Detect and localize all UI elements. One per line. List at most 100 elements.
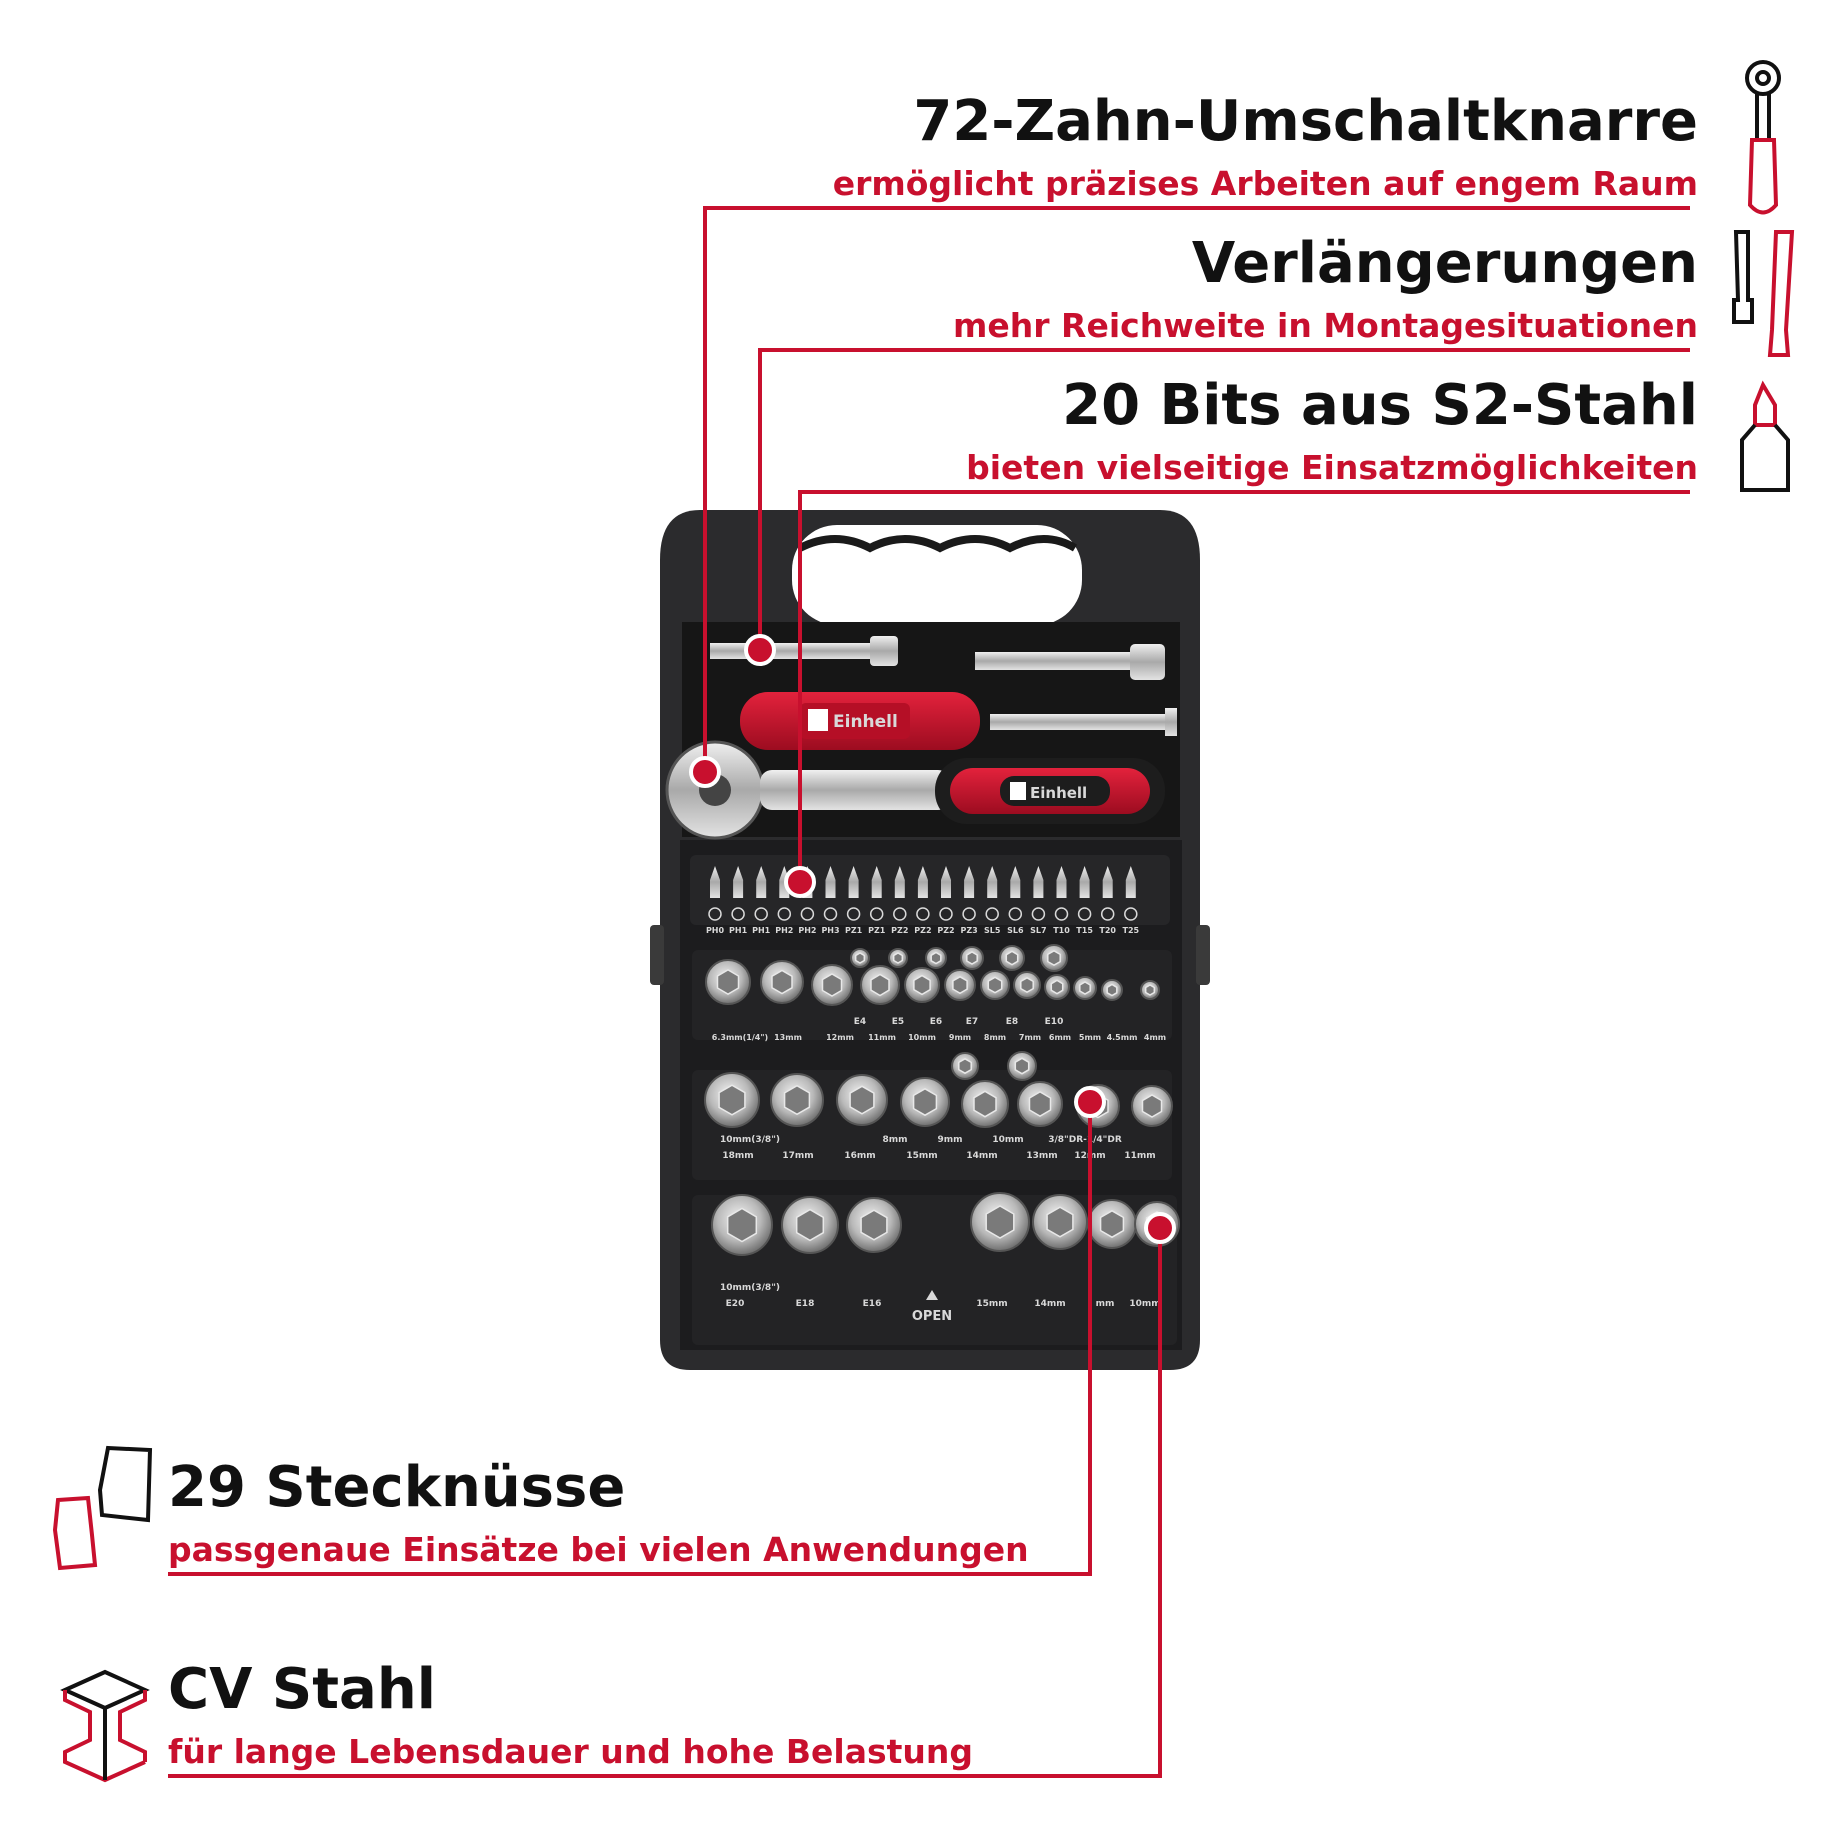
bit-type-symbol <box>731 907 745 921</box>
bit-type-symbol <box>800 907 815 921</box>
feature-steel-title: CV Stahl <box>168 1657 436 1722</box>
socket-size-label: E7 <box>966 1017 978 1027</box>
socket-hex-opening <box>1046 1206 1074 1238</box>
socket-hex-opening <box>913 974 931 996</box>
socket-hex-opening <box>718 1084 746 1116</box>
screwdriver-bit[interactable] <box>987 866 998 898</box>
bit-type-symbol <box>939 907 953 921</box>
screwdriver-bit[interactable] <box>894 866 905 898</box>
bit-size-label: PZ3 <box>960 926 977 935</box>
socket-hex-opening <box>912 1087 938 1117</box>
socket-size-label: E20 <box>726 1299 745 1309</box>
socket-size-label: 4mm <box>1144 1033 1166 1042</box>
socket-size-label: E16 <box>863 1299 882 1309</box>
socket-hex-opening <box>1144 984 1156 996</box>
socket-hex-opening <box>1028 1091 1052 1117</box>
screwdriver-bit[interactable] <box>825 866 836 898</box>
bit-type-symbol <box>893 907 907 921</box>
feature-ratchet-subtitle: ermöglicht präzises Arbeiten auf engem R… <box>832 164 1698 203</box>
bit-size-label: PZ1 <box>868 926 886 935</box>
screwdriver-bit[interactable] <box>1125 866 1136 898</box>
socket-size-label: 6.3mm(1/4") <box>712 1033 768 1042</box>
callout-dots <box>689 634 1176 1244</box>
screwdriver-brand-label: Einhell <box>833 712 898 732</box>
callout-line-extensions <box>758 348 1690 650</box>
case-latch-right[interactable] <box>1196 925 1210 985</box>
callout-line-bits <box>798 490 1690 882</box>
bit-size-label: SL7 <box>1030 926 1046 935</box>
socket-size-label: 15mm <box>906 1151 937 1161</box>
bit-type-symbol <box>823 907 838 921</box>
screwdriver-bit[interactable] <box>1056 866 1067 898</box>
socket-hex-opening <box>952 975 968 995</box>
socket-size-label: 9mm <box>949 1033 971 1042</box>
bit-size-label: SL5 <box>984 926 1001 935</box>
socket-size-label: E4 <box>854 1017 866 1027</box>
socket-size-label: 7mm <box>1019 1033 1041 1042</box>
bit-size-label: PZ2 <box>937 926 954 935</box>
socket-size-label: 4.5mm <box>1107 1033 1138 1042</box>
socket-hex-opening <box>1005 950 1019 966</box>
bit-type-symbol <box>708 907 722 921</box>
socket-hex-opening <box>985 1205 1015 1239</box>
bit-type-symbol <box>1077 907 1092 921</box>
callout-dot-ratchet <box>689 756 721 788</box>
socket-size-label: 14mm <box>966 1151 997 1161</box>
screwdriver-bit[interactable] <box>1033 866 1044 898</box>
feature-extensions-title: Verlängerungen <box>1191 231 1698 296</box>
callout-line-steel <box>168 1228 1162 1778</box>
bit-size-label: PH3 <box>821 926 839 935</box>
screwdriver-bit[interactable] <box>871 866 882 898</box>
socket-hex-opening <box>987 976 1003 994</box>
bit-icon <box>1740 380 1790 492</box>
ratchet-brand-label: Einhell <box>1030 784 1087 802</box>
socket-size-label: E5 <box>892 1017 904 1027</box>
ratchet-icon <box>1745 60 1781 215</box>
screwdriver-bit[interactable] <box>756 866 767 898</box>
socket-size-label: 3/8"DR-1/4"DR <box>1048 1135 1122 1145</box>
bit-size-label: T10 <box>1053 926 1070 935</box>
screwdriver-bit[interactable] <box>941 866 951 898</box>
bit-type-symbol <box>846 907 861 921</box>
feature-sockets-title: 29 Stecknüsse <box>168 1455 626 1520</box>
socket-hex-opening <box>716 969 740 995</box>
bit-type-symbol <box>869 907 884 921</box>
bit-type-symbol <box>777 907 792 921</box>
socket-hex-opening <box>1141 1094 1163 1118</box>
socket-size-label: 18mm <box>722 1151 753 1161</box>
bit-type-symbol <box>985 907 999 921</box>
bit-type-symbol <box>1100 907 1115 921</box>
screwdriver-bit[interactable] <box>733 866 744 898</box>
bit-type-symbol <box>1008 907 1023 921</box>
case-latch-left[interactable] <box>650 925 664 985</box>
feature-bits-subtitle: bieten vielseitige Einsatzmöglichkeiten <box>966 448 1698 487</box>
callout-line-ratchet <box>703 206 1690 770</box>
bit-type-symbol <box>1031 907 1046 921</box>
socket-size-label: 9mm <box>937 1135 962 1145</box>
screwdriver-bit[interactable] <box>1102 866 1113 898</box>
bit-size-label: PH0 <box>706 926 725 935</box>
feature-extensions-subtitle: mehr Reichweite in Montagesituationen <box>953 306 1698 345</box>
socket-size-label: 10mm <box>992 1135 1023 1145</box>
socket-size-label: 15mm <box>976 1299 1007 1309</box>
socket-size-label: 5mm <box>1079 1033 1101 1042</box>
socket-size-label: 10mm <box>908 1033 936 1042</box>
feature-sockets-subtitle: passgenaue Einsätze bei vielen Anwendung… <box>168 1530 1029 1569</box>
socket-size-label: E6 <box>930 1017 942 1027</box>
screwdriver-bit[interactable] <box>710 866 720 898</box>
steel-beam-icon <box>60 1669 150 1783</box>
socket-hex-opening <box>849 1085 875 1115</box>
screwdriver-bit[interactable] <box>1079 866 1090 898</box>
bit-type-symbol <box>754 907 768 921</box>
bit-type-symbol <box>962 907 976 921</box>
bit-type-symbol <box>1054 907 1069 921</box>
screwdriver-bit[interactable] <box>917 866 928 898</box>
bit-size-label: T15 <box>1076 926 1093 935</box>
socket-size-label: E10 <box>1045 1017 1064 1027</box>
socket-hex-opening <box>966 951 978 965</box>
screwdriver-bit[interactable] <box>1010 866 1021 898</box>
screwdriver-bit[interactable] <box>964 866 975 898</box>
socket-hex-opening <box>1079 981 1091 995</box>
screwdriver-bit[interactable] <box>848 866 859 898</box>
